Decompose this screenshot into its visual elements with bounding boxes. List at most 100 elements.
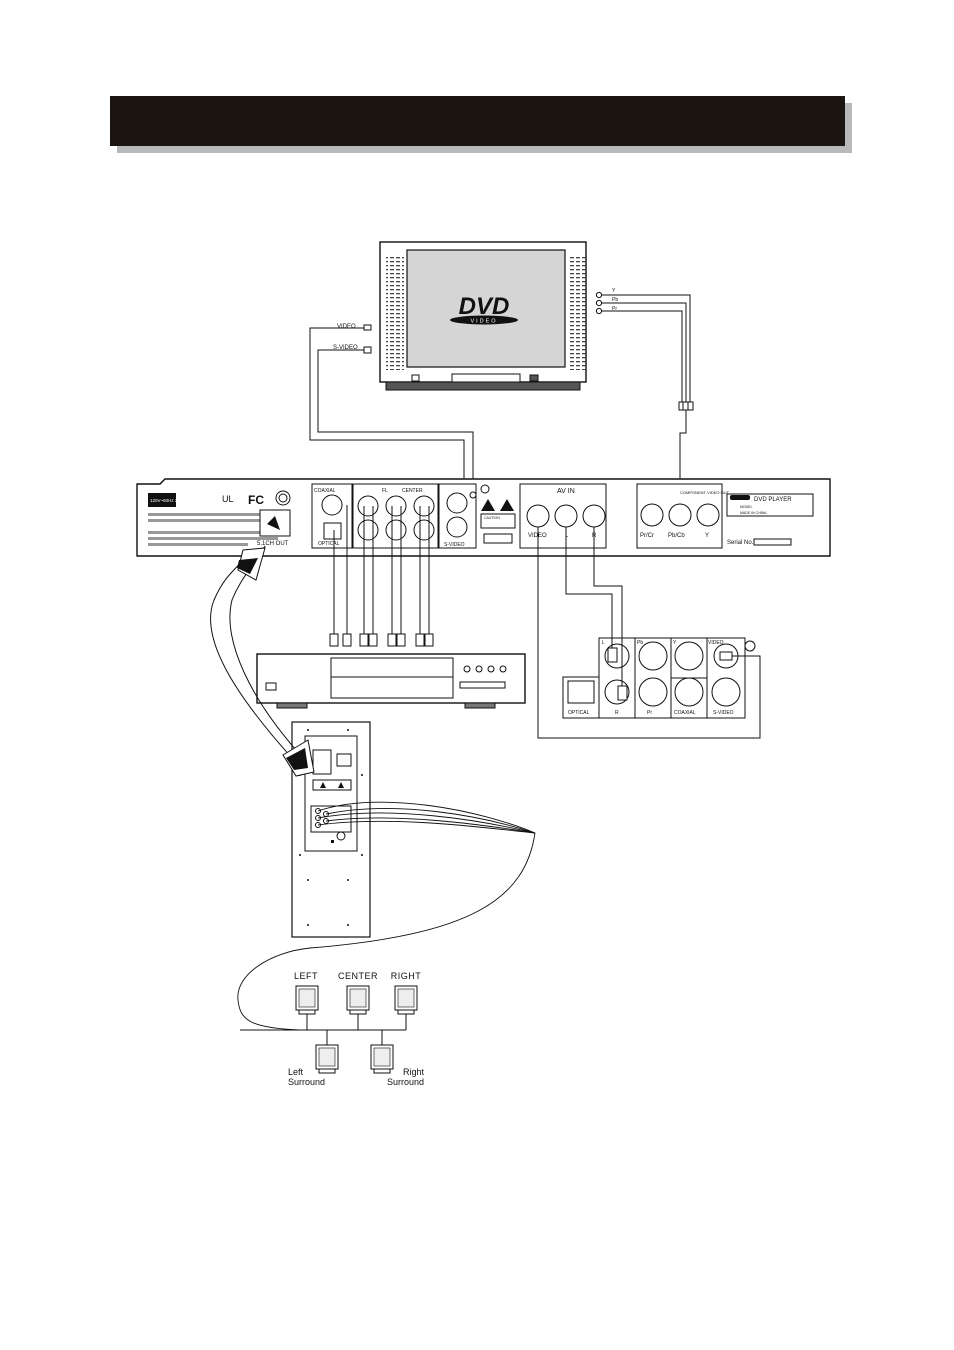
fl-label: FL [382,488,388,494]
speaker-left-label: LEFT [294,971,318,981]
tv-right-grille [568,255,586,370]
right-surround-label-2: Surround [387,1077,424,1087]
caution-label: CAUTION [484,516,500,520]
lightning-warning-icon [500,499,514,511]
sch-out-label: 5.1CH OUT [257,541,289,547]
amp-pr-jack [638,677,668,707]
left-surround-label-1: Left [288,1067,304,1077]
component-pr-jack [640,503,664,527]
center-label: CENTER [402,488,423,494]
tv-jack-svideo-label: S-VIDEO [333,345,358,351]
decoder-front-unit [256,653,526,709]
rating-plate-brand: DVD PLAYER [754,497,792,503]
av-in-video-jack [526,504,550,528]
ground-screw-icon [469,491,477,499]
brand-logo [730,495,750,500]
speaker-layout: LEFT CENTER RIGHT [240,971,424,1087]
multichannel-cable [210,545,306,761]
tv-jack-pb-label: Pb [612,297,618,303]
speaker-left-icon [295,985,319,1015]
serial-label: Serial No. [727,540,754,546]
caution-label-box [480,513,516,529]
audio-cables [333,505,430,634]
ground-terminal-icon [480,484,490,494]
amp-svideo-jack [711,677,741,707]
coaxial-label: COAXIAL [314,488,336,494]
av-in-l-label: L [565,533,569,539]
tv-dvd-logo-disc [450,315,518,325]
tv-video-jack [363,324,372,331]
power-rating-label [148,493,176,507]
amp-r-label: R [615,710,619,716]
video-out-jack [446,492,468,514]
television: DVD VIDEO VIDEO S-VIDEO Y Pb Pr [333,241,618,391]
sub-input-jack [312,749,332,775]
multichannel-plugs [237,547,315,777]
tv-left-grille [386,255,404,370]
amp-y-label: Y [673,640,677,646]
av-in-cables [537,527,761,739]
amp-coaxial-label: COAXIAL [674,710,696,716]
audio-cable-plugs [329,633,434,647]
svideo-out-label: S-VIDEO [444,542,465,548]
component-pb-jack [668,503,692,527]
tv-svideo-jack [363,346,372,354]
speaker-right-label: RIGHT [391,971,422,981]
amp-pr-label: Pr [647,710,652,716]
rating-plate-made-in: MADE IN CHINA [740,511,767,515]
speaker-right-surround-icon [370,1044,394,1074]
tv-jack-y-label: Y [612,288,616,294]
optical-label: OPTICAL [318,541,340,547]
tv-power-button [411,374,420,382]
tv-jack-video-label: VIDEO [337,324,356,330]
amp-l-label: L [602,640,605,646]
speaker-left-surround-icon [315,1044,339,1074]
speaker-center-icon [346,985,370,1015]
amp-optical-jack [567,680,595,704]
fcc-logo: FC [248,493,264,507]
amp-pb-jack [638,641,668,671]
amp-coaxial-jack [674,677,704,707]
speaker-bus-wiring [240,1014,407,1045]
amp-pb-label: Pb [637,640,643,646]
tv-cables [309,294,691,518]
av-in-r-jack [582,504,606,528]
component-pb-label: Pb/Cb [668,533,685,539]
amp-svideo-label: S-VIDEO [713,710,734,716]
tv-screen [406,249,566,368]
power-rating-text: 120V~60Hz 25W [150,498,185,503]
warning-triangle-icon [481,499,495,511]
component-out-label: COMPONENT VIDEO OUT [680,490,730,495]
component-pr-label: Pr/Cr [640,533,654,539]
tv-jack-pr-label: Pr [612,306,617,312]
right-surround-label-1: Right [403,1067,425,1077]
tv-dvd-logo-sub: VIDEO [470,318,497,324]
decoder-power-button [265,682,277,691]
component-y-label: Y [705,533,709,539]
amp-y-jack [674,641,704,671]
speaker-right-icon [394,985,418,1015]
tv-indicator [529,374,539,382]
av-in-label: AV IN [557,488,575,495]
component-cable-plug [678,401,694,411]
speaker-center-label: CENTER [338,971,378,981]
av-in-plugs [607,647,733,701]
left-surround-label-2: Surround [288,1077,325,1087]
amp-video-label: VIDEO [708,640,724,646]
av-in-l-jack [554,504,578,528]
optical-jack [323,522,342,540]
amp-optical-label: OPTICAL [568,710,590,716]
speaker-wires [237,801,536,1031]
svideo-out-jack [446,516,468,538]
rating-plate-model: MODEL [740,505,753,509]
component-y-jack [696,503,720,527]
tv-rear-panel: OPTICAL L R Pb Pr Y COAXIAL VIDEO S-VIDE… [562,637,756,719]
cert-mark-icon [275,490,291,506]
serial-field [753,538,792,546]
coaxial-jack [321,494,343,516]
title-bar [110,96,845,146]
tv-control-panel [451,373,521,383]
ul-logo: UL [222,494,234,504]
dvd-player-rear-panel: 120V~60Hz 25W UL FC 5.1CH OUT COAXIAL OP… [136,478,831,557]
